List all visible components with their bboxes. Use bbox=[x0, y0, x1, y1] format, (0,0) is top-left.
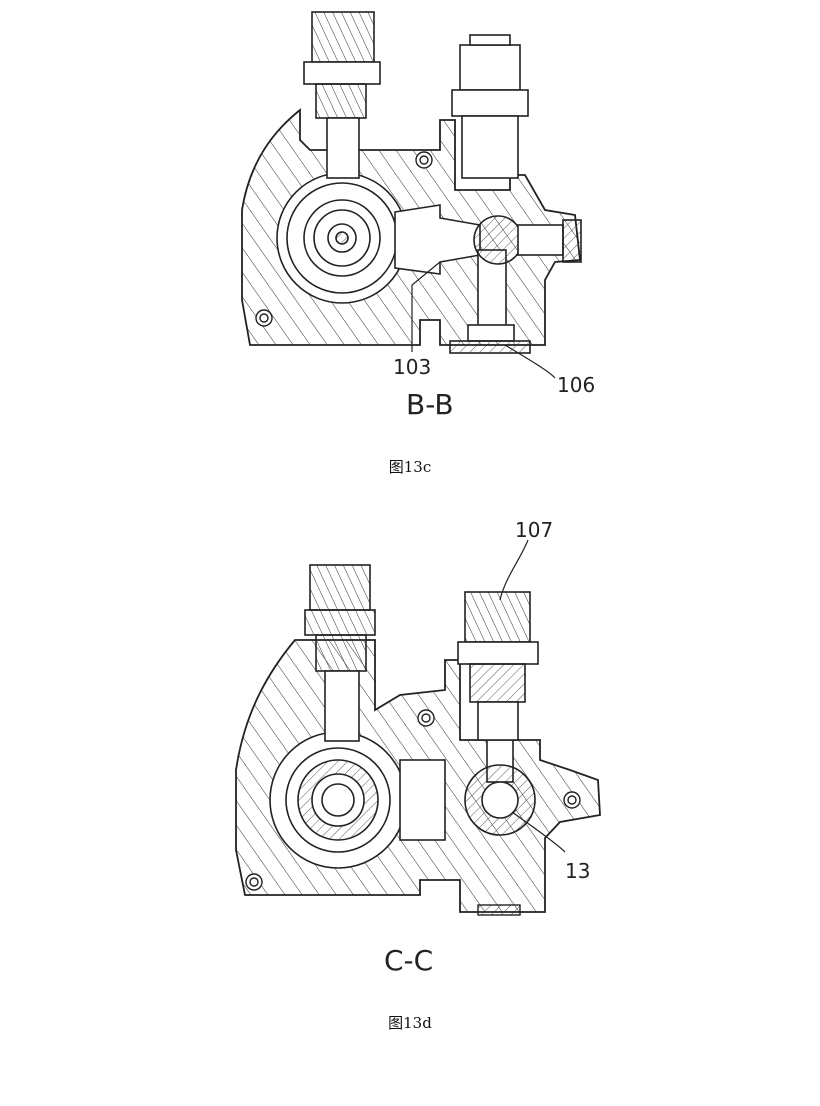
top-fitting-left-bb bbox=[303, 11, 381, 179]
top-plug-right-bb bbox=[451, 34, 529, 179]
callout-103: 103 bbox=[393, 355, 431, 379]
caption-figure-13c: 图13c bbox=[388, 458, 432, 476]
bottom-pad-cc bbox=[477, 904, 521, 916]
callout-106: 106 bbox=[557, 373, 595, 397]
callout-leaders-bb bbox=[411, 261, 556, 379]
callout-107: 107 bbox=[515, 518, 553, 542]
mount-holes-cc bbox=[245, 709, 581, 891]
main-bore-cc bbox=[269, 731, 407, 869]
caption-figure-13d: 图13d bbox=[388, 1014, 432, 1032]
bottom-plug-106 bbox=[449, 324, 531, 354]
top-fitting-left-cc bbox=[304, 564, 376, 742]
valve-ball-bb bbox=[473, 215, 582, 265]
callout-13: 13 bbox=[565, 859, 590, 883]
figure-13d-drawing: 107 13 C-C bbox=[235, 518, 601, 977]
section-label-bb: B-B bbox=[406, 388, 454, 421]
valve-ball-13 bbox=[464, 739, 536, 836]
callout-leaders-cc bbox=[499, 539, 566, 853]
section-label-cc: C-C bbox=[384, 944, 433, 977]
fitting-107 bbox=[457, 591, 539, 741]
main-bore-bb bbox=[276, 172, 408, 304]
passage-cc bbox=[399, 759, 446, 841]
mount-holes-bb bbox=[255, 151, 433, 327]
figure-13c-drawing: 103 106 B-B bbox=[241, 11, 595, 421]
